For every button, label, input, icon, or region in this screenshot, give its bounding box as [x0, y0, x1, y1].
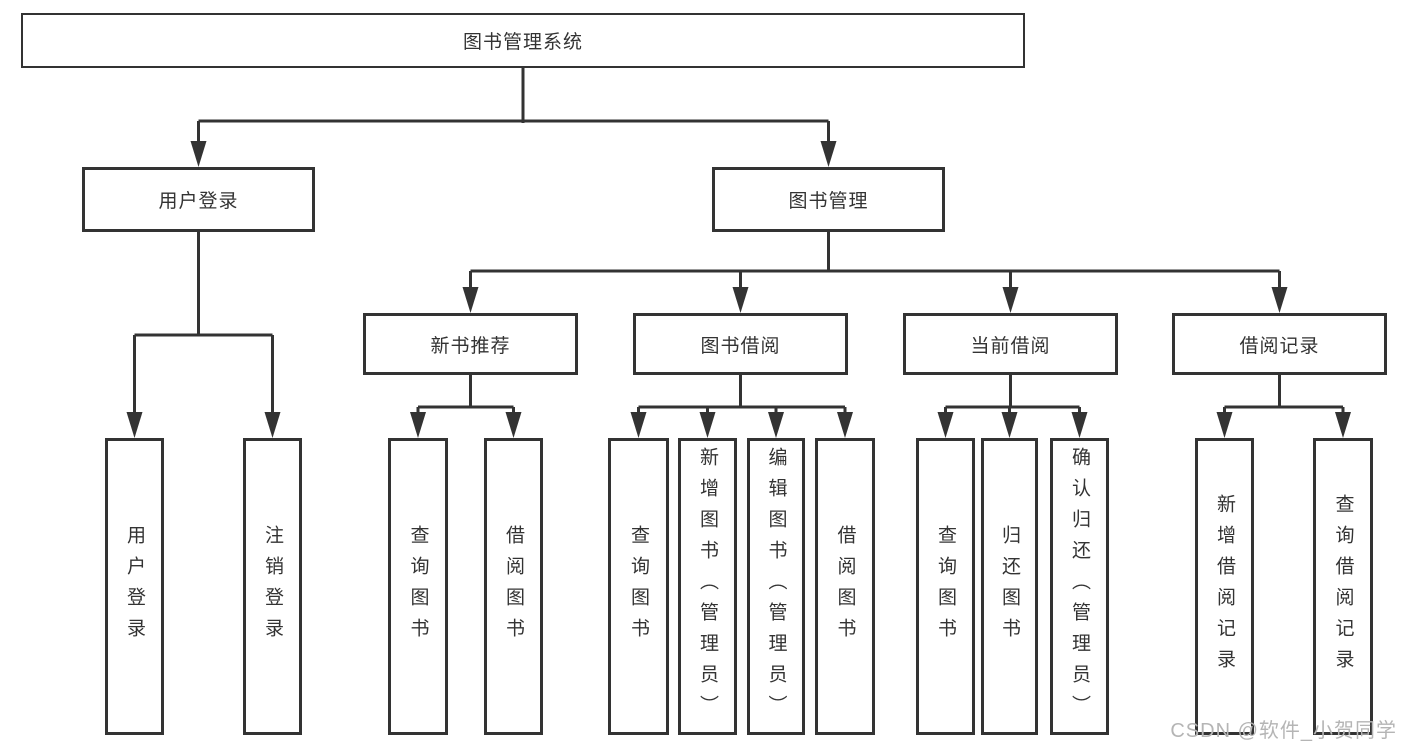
leaf-recommend-borrow-books-label: 借阅图书: [503, 524, 524, 649]
node-borrow-records-label: 借阅记录: [1239, 335, 1320, 357]
leaf-borrow-query-books: 查询图书: [608, 438, 669, 735]
node-new-book-recommend: 新书推荐: [363, 313, 578, 375]
node-current-borrow-label: 当前借阅: [970, 335, 1051, 357]
leaf-confirm-return-admin-label: 确认归还（管理员）: [1069, 447, 1090, 726]
csdn-watermark: CSDN @软件_小贺同学: [1170, 720, 1397, 742]
arrowhead-icon: [1335, 412, 1351, 438]
leaf-user-login-label: 用户登录: [124, 524, 145, 649]
arrowhead-icon: [1071, 412, 1088, 438]
leaf-borrow-query-books-label: 查询图书: [628, 524, 649, 649]
arrowhead-icon: [1002, 287, 1019, 313]
node-user-login: 用户登录: [82, 167, 315, 232]
leaf-borrow-books-label: 借阅图书: [834, 524, 856, 649]
leaf-borrow-books: 借阅图书: [815, 438, 875, 735]
leaf-add-borrow-record: 新增借阅记录: [1195, 438, 1254, 735]
arrowhead-icon: [1216, 412, 1233, 438]
leaf-recommend-query-books-label: 查询图书: [407, 524, 429, 649]
arrowhead-icon: [126, 412, 143, 438]
arrowhead-icon: [820, 141, 837, 167]
node-library-system-label: 图书管理系统: [462, 32, 583, 53]
leaf-return-books: 归还图书: [981, 438, 1038, 735]
arrowhead-icon: [1001, 412, 1018, 438]
leaf-query-borrow-record: 查询借阅记录: [1313, 438, 1373, 735]
arrowhead-icon: [264, 412, 281, 438]
arrowhead-icon: [937, 412, 954, 438]
node-library-system: 图书管理系统: [21, 13, 1025, 68]
node-book-management: 图书管理: [712, 167, 945, 232]
node-borrow-records: 借阅记录: [1172, 313, 1387, 375]
arrowhead-icon: [462, 287, 479, 313]
arrowhead-icon: [410, 412, 426, 438]
arrowhead-icon: [837, 412, 853, 438]
leaf-logout-label: 注销登录: [262, 524, 283, 649]
arrowhead-icon: [190, 141, 207, 167]
node-user-login-label: 用户登录: [158, 191, 239, 212]
leaf-return-books-label: 归还图书: [999, 524, 1020, 649]
node-book-management-label: 图书管理: [788, 191, 869, 212]
connector-path: [133, 68, 1345, 416]
leaf-logout: 注销登录: [243, 438, 302, 735]
arrowhead-icon: [505, 412, 522, 438]
arrowhead-icon: [699, 412, 716, 438]
arrowhead-icon: [1271, 287, 1288, 313]
leaf-query-borrow-record-label: 查询借阅记录: [1332, 493, 1354, 680]
leaf-add-borrow-record-label: 新增借阅记录: [1214, 493, 1235, 680]
arrowhead-icon: [630, 412, 647, 438]
arrowheads: [126, 141, 1351, 438]
node-book-borrow-label: 图书借阅: [700, 335, 781, 357]
leaf-edit-books-admin: 编辑图书（管理员）: [747, 438, 805, 735]
node-book-borrow: 图书借阅: [633, 313, 848, 375]
arrowhead-icon: [732, 287, 749, 313]
leaf-edit-books-admin-label: 编辑图书（管理员）: [765, 447, 787, 726]
leaf-user-login: 用户登录: [105, 438, 164, 735]
node-new-book-recommend-label: 新书推荐: [430, 335, 511, 357]
leaf-add-books-admin: 新增图书（管理员）: [678, 438, 737, 735]
leaf-recommend-borrow-books: 借阅图书: [484, 438, 543, 735]
leaf-add-books-admin-label: 新增图书（管理员）: [697, 447, 718, 726]
node-current-borrow: 当前借阅: [903, 313, 1118, 375]
leaf-current-query-books: 查询图书: [916, 438, 975, 735]
leaf-current-query-books-label: 查询图书: [935, 524, 956, 649]
arrowhead-icon: [768, 412, 784, 438]
leaf-confirm-return-admin: 确认归还（管理员）: [1050, 438, 1109, 735]
leaf-recommend-query-books: 查询图书: [388, 438, 448, 735]
